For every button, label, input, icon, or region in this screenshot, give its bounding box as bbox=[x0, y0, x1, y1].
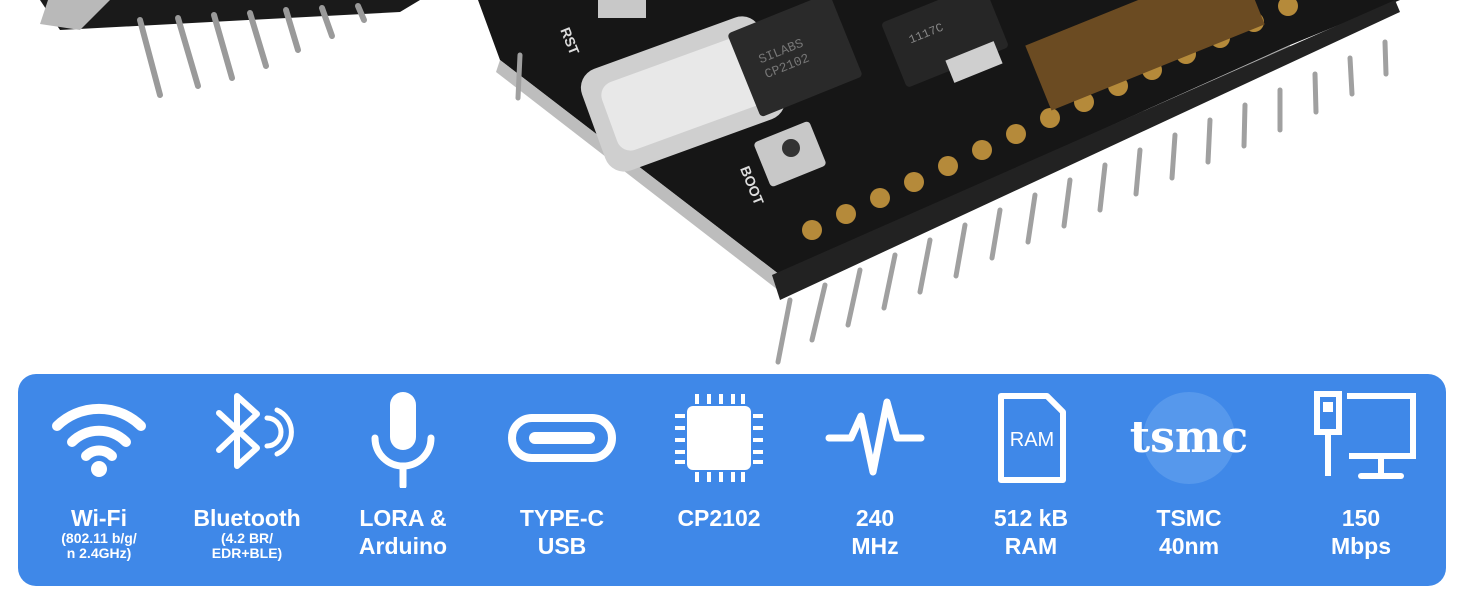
feature-title-line2: 40nm bbox=[1158, 533, 1220, 559]
feature-ram: RAM 512 kB RAM bbox=[956, 374, 1106, 586]
esp32-board-illustration: SILABS CP2102 1117C RST BOOT bbox=[40, 0, 1400, 365]
features-band: Wi-Fi (802.11 b/g/ n 2.4GHz) Bluetooth (… bbox=[18, 374, 1446, 586]
feature-title: 150 bbox=[1341, 505, 1381, 531]
feature-wifi: Wi-Fi (802.11 b/g/ n 2.4GHz) bbox=[24, 374, 174, 586]
microphone-icon bbox=[371, 392, 435, 488]
feature-title: 240 bbox=[855, 505, 895, 531]
feature-lora-arduino: LORA & Arduino bbox=[328, 374, 478, 586]
boot-button bbox=[754, 121, 826, 187]
feature-title: CP2102 bbox=[677, 505, 761, 531]
feature-title-line2: MHz bbox=[851, 533, 899, 559]
feature-title-line2: Mbps bbox=[1330, 533, 1392, 559]
board: SILABS CP2102 1117C RST BOOT bbox=[478, 0, 1400, 365]
feature-subtitle-line: (4.2 BR/ bbox=[220, 530, 274, 546]
feature-speed: 150 Mbps bbox=[1286, 374, 1436, 586]
wifi-icon bbox=[52, 403, 146, 477]
network-monitor-icon bbox=[1314, 391, 1416, 479]
feature-title-line2: RAM bbox=[1004, 533, 1058, 559]
feature-title: Bluetooth bbox=[193, 505, 301, 531]
tsmc-logo: tsmc bbox=[1130, 392, 1248, 484]
esp32-module bbox=[1025, 0, 1265, 111]
feature-title-line2: Arduino bbox=[358, 533, 448, 559]
feature-cp2102: CP2102 bbox=[644, 374, 794, 586]
feature-bluetooth: Bluetooth (4.2 BR/ EDR+BLE) bbox=[172, 374, 322, 586]
left-pin-header bbox=[40, 0, 420, 98]
feature-subtitle-line: (802.11 b/g/ bbox=[61, 530, 137, 546]
usb-c-icon bbox=[508, 414, 616, 462]
feature-subtitle-line: n 2.4GHz) bbox=[66, 545, 132, 561]
feature-frequency: 240 MHz bbox=[800, 374, 950, 586]
cp2102-chip: SILABS CP2102 bbox=[728, 0, 862, 117]
product-photo: SILABS CP2102 1117C RST BOOT bbox=[40, 0, 1400, 365]
ram-card-icon: RAM bbox=[998, 393, 1066, 483]
feature-title: Wi-Fi bbox=[71, 505, 127, 531]
feature-subtitle-line: EDR+BLE) bbox=[211, 545, 283, 561]
feature-title: TYPE-C bbox=[519, 505, 605, 531]
ram-icon-text: RAM bbox=[1010, 429, 1054, 451]
bluetooth-icon bbox=[216, 393, 294, 469]
pulse-icon bbox=[825, 398, 925, 476]
tsmc-logo-text: tsmc bbox=[1130, 412, 1248, 463]
feature-title: LORA & bbox=[359, 505, 447, 531]
feature-subtitle: (802.11 b/g/ n 2.4GHz) bbox=[24, 531, 174, 561]
feature-title: TSMC bbox=[1156, 505, 1222, 531]
feature-title-line2: USB bbox=[537, 533, 587, 559]
usb-c-connector bbox=[580, 16, 786, 172]
rst-button bbox=[598, 0, 646, 18]
feature-tsmc: tsmc TSMC 40nm bbox=[1114, 374, 1264, 586]
feature-subtitle: (4.2 BR/ EDR+BLE) bbox=[172, 531, 322, 561]
feature-title: 512 kB bbox=[993, 505, 1069, 531]
feature-type-c: TYPE-C USB bbox=[487, 374, 637, 586]
regulator-chip: 1117C bbox=[882, 0, 1008, 87]
chip-icon bbox=[675, 394, 763, 482]
